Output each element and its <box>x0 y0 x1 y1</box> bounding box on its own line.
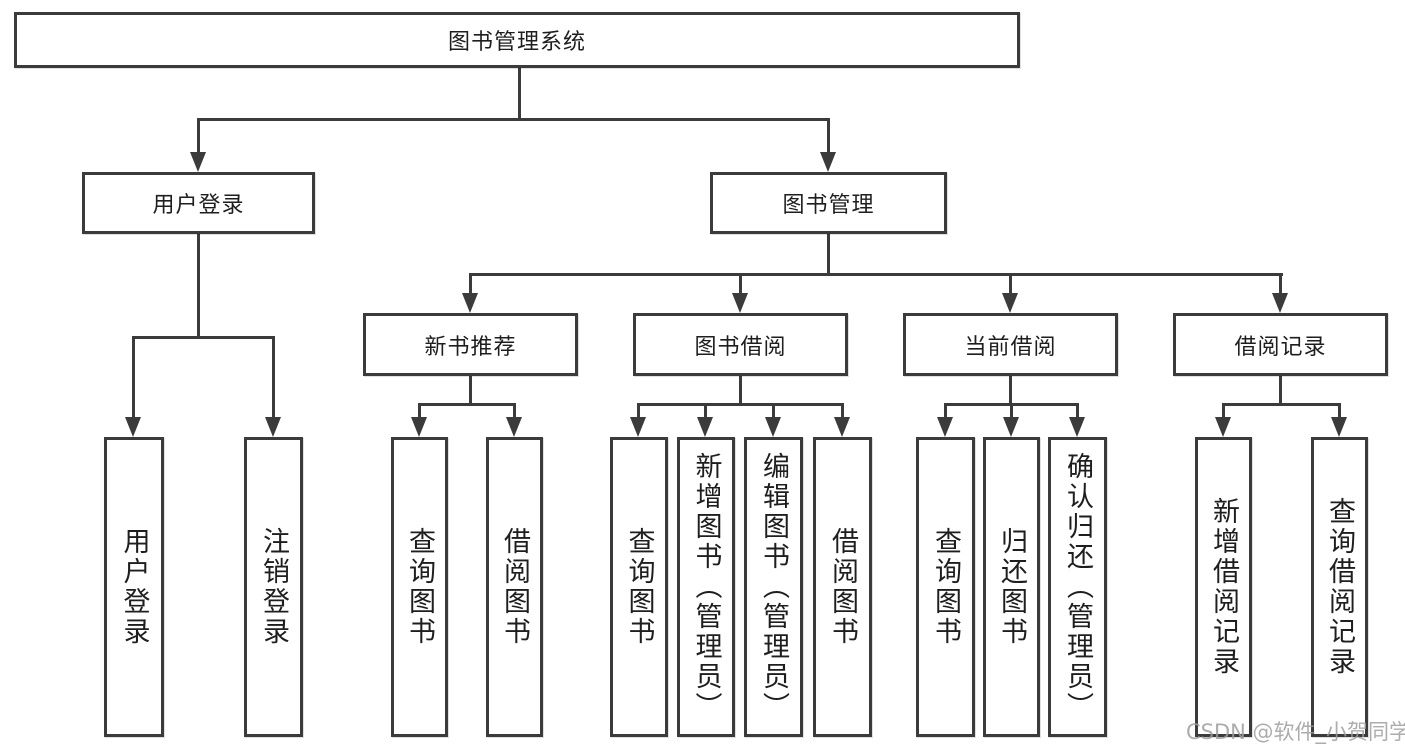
connector-line <box>637 403 640 419</box>
connector-line <box>197 118 200 156</box>
node-label: 新书推荐 <box>424 334 517 360</box>
node-label: 用户登录 <box>118 527 150 647</box>
node-label: 用户登录 <box>152 193 245 218</box>
node-label: 查询图书 <box>404 527 435 647</box>
node-leaf-query-books-2: 查询图书 <box>610 437 668 737</box>
node-leaf-add-borrow-record: 新增借阅记录 <box>1195 437 1252 737</box>
connector-line <box>1010 403 1013 419</box>
arrow-down-icon <box>630 417 646 437</box>
node-leaf-borrow-books-1: 借阅图书 <box>486 437 543 737</box>
connector-line <box>827 118 830 156</box>
node-leaf-add-book-admin: 新增图书（管理员） <box>677 437 735 737</box>
connector-line <box>132 336 135 420</box>
connector-line <box>469 273 1283 276</box>
node-new-book-recommend: 新书推荐 <box>363 313 578 376</box>
arrow-down-icon <box>697 417 713 437</box>
connector-line <box>1222 403 1341 406</box>
node-label: 查询借阅记录 <box>1324 497 1355 677</box>
arrow-down-icon <box>1003 417 1019 437</box>
node-label: 借阅图书 <box>499 527 530 647</box>
node-label: 归还图书 <box>996 527 1027 647</box>
connector-line <box>418 403 516 406</box>
connector-line <box>469 376 472 403</box>
connector-line <box>772 403 775 419</box>
node-label: 查询图书 <box>623 527 655 647</box>
node-label: 借阅记录 <box>1234 334 1327 360</box>
connector-line <box>513 403 516 419</box>
arrow-down-icon <box>190 152 206 172</box>
node-leaf-query-books-1: 查询图书 <box>391 437 448 737</box>
connector-line <box>132 336 275 339</box>
connector-line <box>1076 403 1079 419</box>
connector-line <box>739 376 742 403</box>
arrow-down-icon <box>1331 417 1347 437</box>
connector-line <box>272 336 275 420</box>
node-leaf-logout: 注销登录 <box>244 437 303 737</box>
node-borrow-records: 借阅记录 <box>1173 313 1388 376</box>
connector-line <box>637 403 844 406</box>
node-leaf-user-login: 用户登录 <box>104 437 164 737</box>
arrow-down-icon <box>1069 417 1085 437</box>
node-label: 图书管理 <box>782 193 875 218</box>
node-label: 编辑图书（管理员） <box>758 452 789 722</box>
arrow-down-icon <box>834 417 850 437</box>
arrow-down-icon <box>732 293 748 313</box>
connector-line <box>1222 403 1225 419</box>
watermark: CSDN @软件_小贺同学 <box>1186 720 1405 744</box>
node-label: 借阅图书 <box>827 527 858 647</box>
node-book-borrow: 图书借阅 <box>633 313 848 376</box>
connector-line <box>1279 273 1282 295</box>
connector-line <box>1279 376 1282 403</box>
connector-line <box>469 273 472 295</box>
node-label: 注销登录 <box>258 527 289 647</box>
connector-line <box>1009 376 1012 403</box>
arrow-down-icon <box>765 417 781 437</box>
arrow-down-icon <box>506 417 522 437</box>
node-label: 查询图书 <box>930 527 961 647</box>
node-leaf-return-book: 归还图书 <box>983 437 1040 737</box>
node-leaf-query-books-3: 查询图书 <box>916 437 975 737</box>
connector-line <box>418 403 421 419</box>
connector-line <box>197 234 200 336</box>
connector-line <box>1338 403 1341 419</box>
node-leaf-query-borrow-record: 查询借阅记录 <box>1311 437 1368 737</box>
node-leaf-borrow-books-2: 借阅图书 <box>813 437 872 737</box>
node-leaf-confirm-return-admin: 确认归还（管理员） <box>1048 437 1107 737</box>
arrow-down-icon <box>937 417 953 437</box>
node-label: 新增图书（管理员） <box>690 452 722 722</box>
node-label: 图书管理系统 <box>447 30 586 55</box>
arrow-down-icon <box>411 417 427 437</box>
node-current-borrow: 当前借阅 <box>903 313 1118 376</box>
connector-line <box>518 67 521 118</box>
node-leaf-edit-book-admin: 编辑图书（管理员） <box>744 437 803 737</box>
connector-line <box>1009 273 1012 295</box>
connector-line <box>197 118 830 121</box>
arrow-down-icon <box>265 417 281 437</box>
node-user-login: 用户登录 <box>82 172 315 234</box>
arrow-down-icon <box>1272 293 1288 313</box>
connector-line <box>944 403 947 419</box>
node-book-management: 图书管理 <box>710 172 947 234</box>
arrow-down-icon <box>125 417 141 437</box>
node-label: 当前借阅 <box>964 334 1057 360</box>
arrow-down-icon <box>462 293 478 313</box>
node-label: 新增借阅记录 <box>1208 497 1239 677</box>
connector-line <box>704 403 707 419</box>
arrow-down-icon <box>1002 293 1018 313</box>
node-label: 确认归还（管理员） <box>1062 452 1093 722</box>
arrow-down-icon <box>820 152 836 172</box>
connector-line <box>827 234 830 273</box>
connector-line <box>739 273 742 295</box>
arrow-down-icon <box>1215 417 1231 437</box>
node-library-system: 图书管理系统 <box>14 12 1020 68</box>
node-label: 图书借阅 <box>694 334 787 360</box>
connector-line <box>841 403 844 419</box>
